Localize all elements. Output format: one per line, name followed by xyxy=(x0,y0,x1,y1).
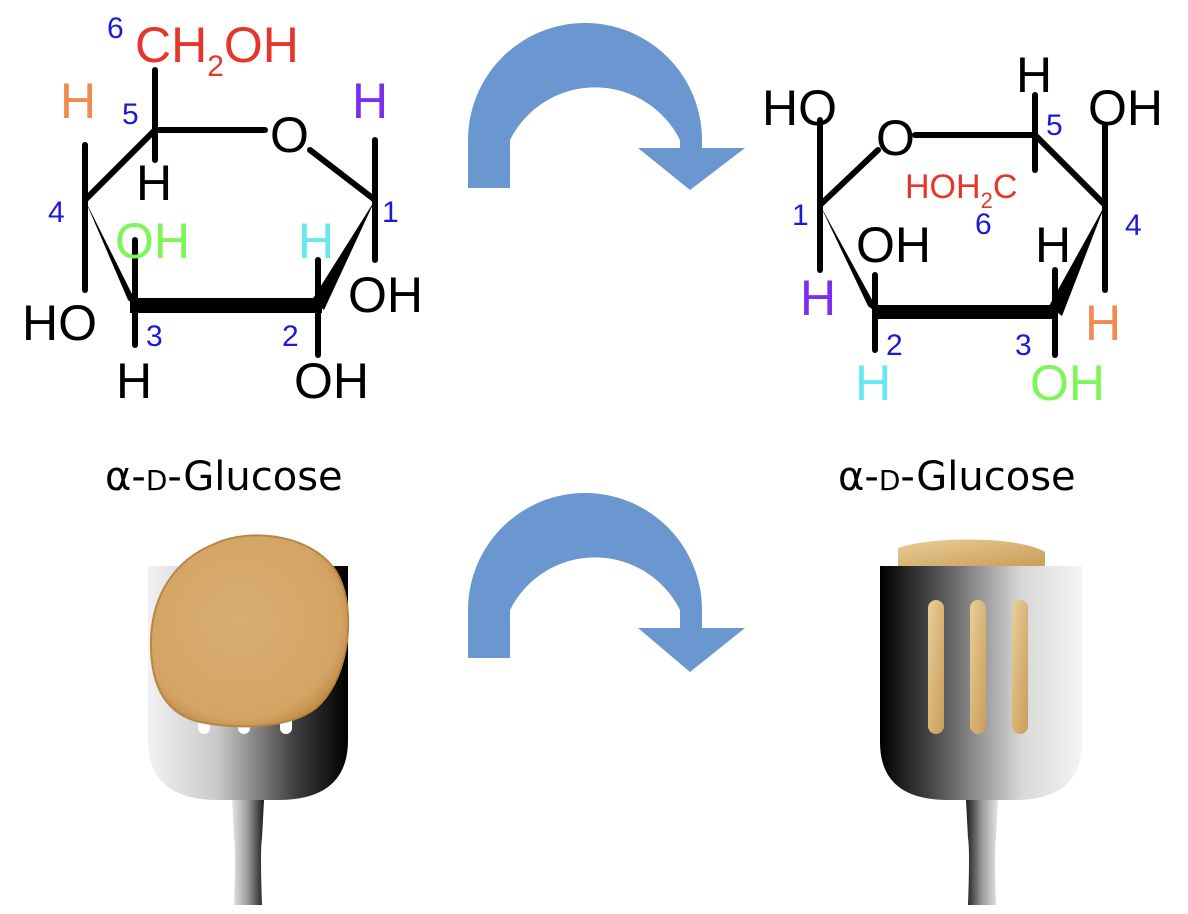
left-spatula xyxy=(148,534,350,905)
right-molecule-name: α-D-Glucose xyxy=(838,454,1076,500)
right-c2-number: 2 xyxy=(886,329,903,362)
wedge-c4-c3 xyxy=(85,200,140,310)
right-c2-h-label: H xyxy=(855,355,891,411)
bold-bond-c3-c2 xyxy=(130,298,322,313)
bond-c5-c4 xyxy=(82,127,158,203)
right-c4-number: 4 xyxy=(1125,209,1142,242)
left-c2-h-label: H xyxy=(298,213,334,269)
right-c6-number: 6 xyxy=(975,208,992,241)
right-c4-h-label: H xyxy=(1085,295,1121,351)
left-c3-oh-label: OH xyxy=(115,213,190,269)
spatula-slot-crepe xyxy=(970,600,986,734)
right-hoh2c-group: HOH2C xyxy=(905,168,1017,213)
left-c4-number: 4 xyxy=(48,196,65,229)
pancake xyxy=(149,534,350,728)
right-c1-number: 1 xyxy=(792,199,809,232)
right-c5-h-label: H xyxy=(1016,47,1052,103)
spatula-slot-crepe xyxy=(1012,600,1028,734)
wedge-c1-c2 xyxy=(820,205,881,316)
left-c3-h-label: H xyxy=(116,353,152,409)
right-c4-oh-label: OH xyxy=(1088,80,1163,136)
left-c3-number: 3 xyxy=(146,320,163,353)
flip-arrow-bottom xyxy=(468,493,745,672)
right-c1-h-label: H xyxy=(800,270,836,326)
left-c5-h-label: H xyxy=(136,155,172,211)
left-c1-h-label: H xyxy=(352,73,388,129)
left-molecule: 6 CH2OH H 5 O H H 1 4 OH H OH HO 3 2 H O… xyxy=(22,12,423,500)
left-c6-number: 6 xyxy=(107,12,124,45)
right-c3-number: 3 xyxy=(1015,329,1032,362)
right-c2-oh-label: OH xyxy=(856,217,931,273)
spatula-handle xyxy=(966,800,998,905)
left-c5-number: 5 xyxy=(122,98,139,131)
wedge-c4-c3 xyxy=(1049,205,1105,316)
bond-o-c1 xyxy=(307,147,378,203)
wedge-c1-c2 xyxy=(312,200,375,310)
right-ring-oxygen: O xyxy=(876,110,915,166)
left-c1-number: 1 xyxy=(382,196,399,229)
left-c4-h-label: H xyxy=(60,73,96,129)
flip-arrow-top xyxy=(468,23,745,190)
left-ring-oxygen: O xyxy=(270,107,309,163)
right-c3-oh-label: OH xyxy=(1030,355,1105,411)
right-spatula xyxy=(880,539,1082,905)
spatula-handle xyxy=(232,800,264,905)
right-c5-number: 5 xyxy=(1046,109,1063,142)
bond-c1-o xyxy=(817,147,881,208)
left-c1-oh-label: OH xyxy=(348,267,423,323)
left-c4-ho-label: HO xyxy=(22,295,97,351)
spatula-slot-crepe xyxy=(928,600,944,734)
right-molecule: HO O H 5 OH HOH2C 6 1 4 OH H H H 2 3 H O… xyxy=(762,47,1163,500)
left-c2-number: 2 xyxy=(282,320,299,353)
left-ch2oh-group: CH2OH xyxy=(135,17,299,83)
crepe-top xyxy=(898,539,1045,566)
left-c2-oh-label: OH xyxy=(294,353,369,409)
left-molecule-name: α-D-Glucose xyxy=(105,454,343,500)
bold-bond-c2-c3 xyxy=(872,305,1058,319)
bond-c5-c4 xyxy=(1032,132,1108,208)
right-c1-ho-label: HO xyxy=(762,80,837,136)
right-c3-h-label: H xyxy=(1035,217,1071,273)
